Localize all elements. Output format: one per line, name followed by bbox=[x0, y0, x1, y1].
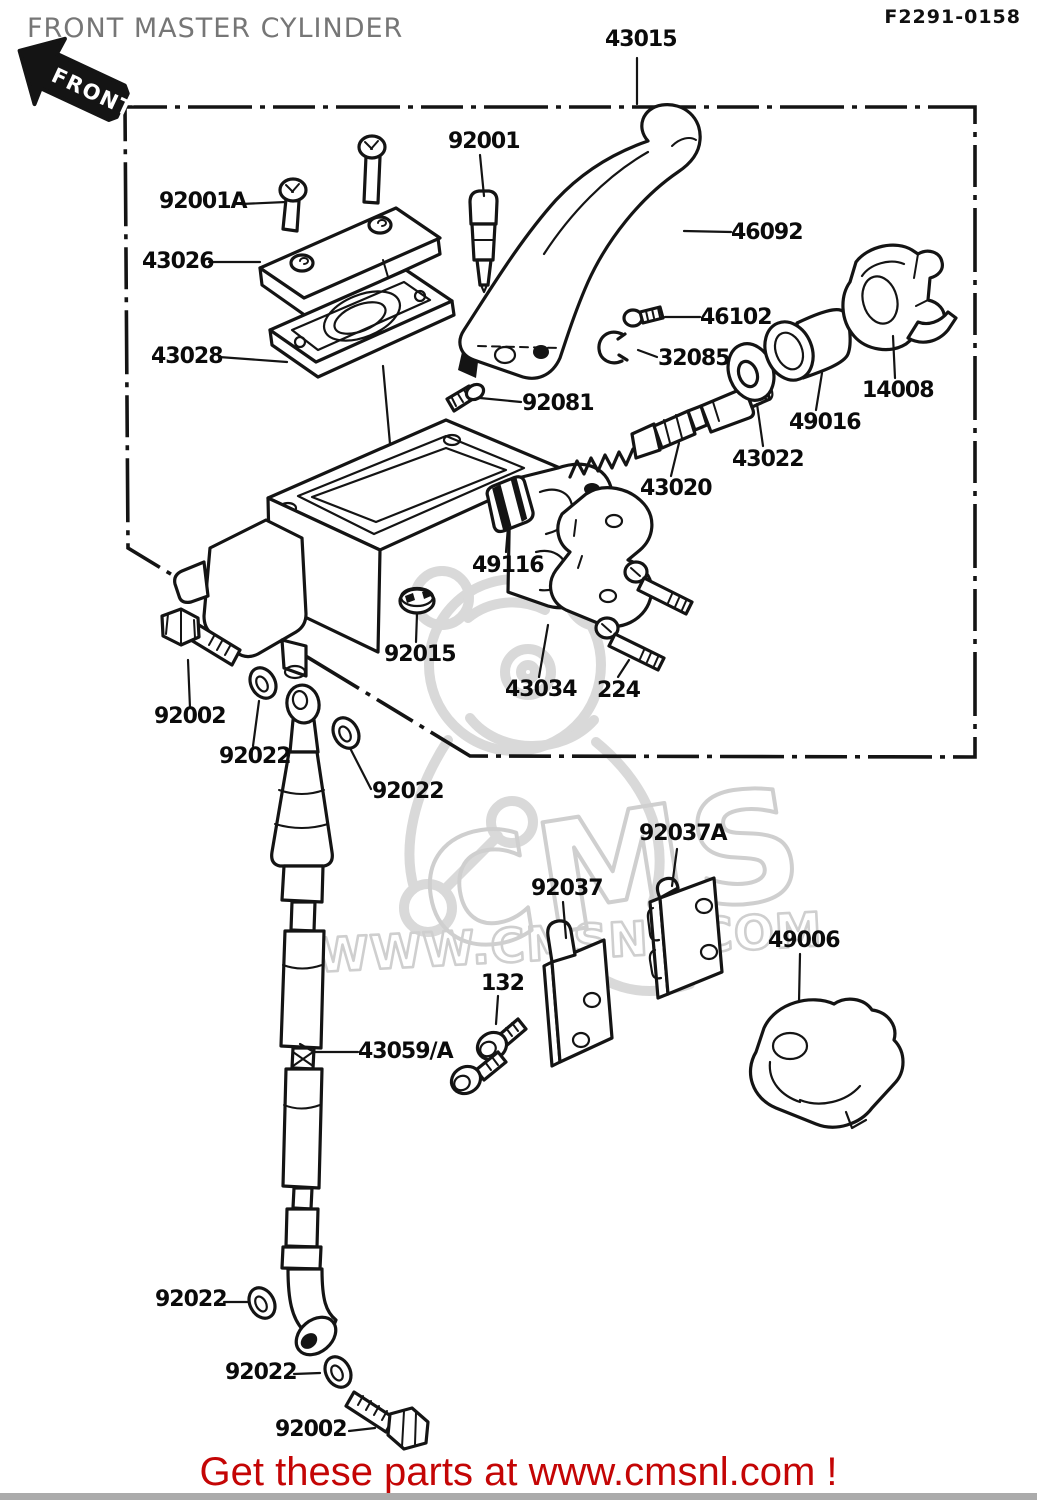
part-label-43028: 43028 bbox=[151, 344, 224, 369]
part-label-92001: 92001 bbox=[448, 129, 521, 154]
part-label-43059a: 43059/A bbox=[358, 1039, 454, 1064]
part-label-92022-3: 92022 bbox=[155, 1287, 228, 1312]
part-label-92081: 92081 bbox=[522, 391, 595, 416]
brake-hose bbox=[270, 683, 338, 1357]
pivot-bushing bbox=[485, 475, 535, 534]
part-label-49006: 49006 bbox=[768, 928, 841, 953]
hose-clamp-bracket-a bbox=[646, 876, 724, 1000]
locknut bbox=[398, 586, 436, 615]
banjo-washer-2 bbox=[331, 716, 361, 750]
bleed-screw bbox=[445, 382, 486, 413]
cms-watermark-mascot bbox=[399, 554, 695, 997]
cap-screw-right bbox=[357, 134, 387, 205]
piston-washer bbox=[726, 342, 776, 402]
part-label-92022-2: 92022 bbox=[372, 779, 445, 804]
leader-lines bbox=[186, 56, 897, 1433]
part-label-43015: 43015 bbox=[605, 27, 678, 52]
bracket-bolt-2 bbox=[449, 1050, 508, 1096]
part-label-43034: 43034 bbox=[505, 677, 578, 702]
part-label-14008: 14008 bbox=[862, 378, 935, 403]
lever-holder bbox=[548, 486, 654, 629]
master-cylinder-body bbox=[173, 418, 614, 680]
footer-bottom-bar bbox=[0, 1493, 1037, 1500]
part-label-92015: 92015 bbox=[384, 642, 457, 667]
banjo-bolt-upper bbox=[160, 607, 242, 667]
part-label-132: 132 bbox=[481, 971, 525, 996]
enclosure-box bbox=[123, 105, 977, 759]
part-label-49016: 49016 bbox=[789, 410, 862, 435]
part-label-32085: 32085 bbox=[658, 346, 731, 371]
part-label-224: 224 bbox=[597, 678, 641, 703]
lever-holder-clamp bbox=[841, 243, 958, 352]
part-label-92002-1: 92002 bbox=[154, 704, 227, 729]
banjo-washer-4 bbox=[323, 1355, 353, 1389]
page-title: FRONT MASTER CYLINDER bbox=[27, 13, 404, 44]
assembly-axis-line bbox=[381, 364, 392, 446]
dust-cover bbox=[763, 308, 852, 382]
circlip bbox=[597, 330, 629, 365]
banjo-washer-1 bbox=[248, 666, 278, 700]
figure-code: F2291-0158 bbox=[884, 6, 1021, 28]
clamp-bolt-upper bbox=[623, 560, 694, 616]
part-label-92001a: 92001A bbox=[159, 189, 248, 214]
footer-promo-text: Get these parts at www.cmsnl.com ! bbox=[199, 1450, 838, 1494]
lever-pivot-bolt bbox=[622, 305, 665, 328]
part-label-43022: 43022 bbox=[732, 447, 805, 472]
part-label-92002-2: 92002 bbox=[275, 1417, 348, 1442]
banjo-washer-3 bbox=[247, 1286, 277, 1320]
banjo-bolt-lower bbox=[344, 1390, 430, 1451]
brake-lever bbox=[458, 103, 702, 380]
part-label-43020: 43020 bbox=[640, 476, 713, 501]
part-label-92037a: 92037A bbox=[639, 821, 728, 846]
hose-guide bbox=[748, 997, 905, 1130]
part-label-92022-4: 92022 bbox=[225, 1360, 298, 1385]
part-label-46102: 46102 bbox=[700, 305, 773, 330]
part-label-92022-1: 92022 bbox=[219, 744, 292, 769]
adjuster-bolt bbox=[468, 189, 503, 346]
part-label-46092: 46092 bbox=[731, 220, 804, 245]
part-label-43026: 43026 bbox=[142, 249, 215, 274]
cap-screw-left bbox=[278, 177, 308, 233]
diaphragm-plate bbox=[268, 259, 456, 379]
clamp-bolt-lower bbox=[594, 616, 666, 672]
part-label-49116: 49116 bbox=[472, 553, 545, 578]
hose-clamp-bracket bbox=[542, 919, 614, 1068]
part-label-92037: 92037 bbox=[531, 876, 604, 901]
